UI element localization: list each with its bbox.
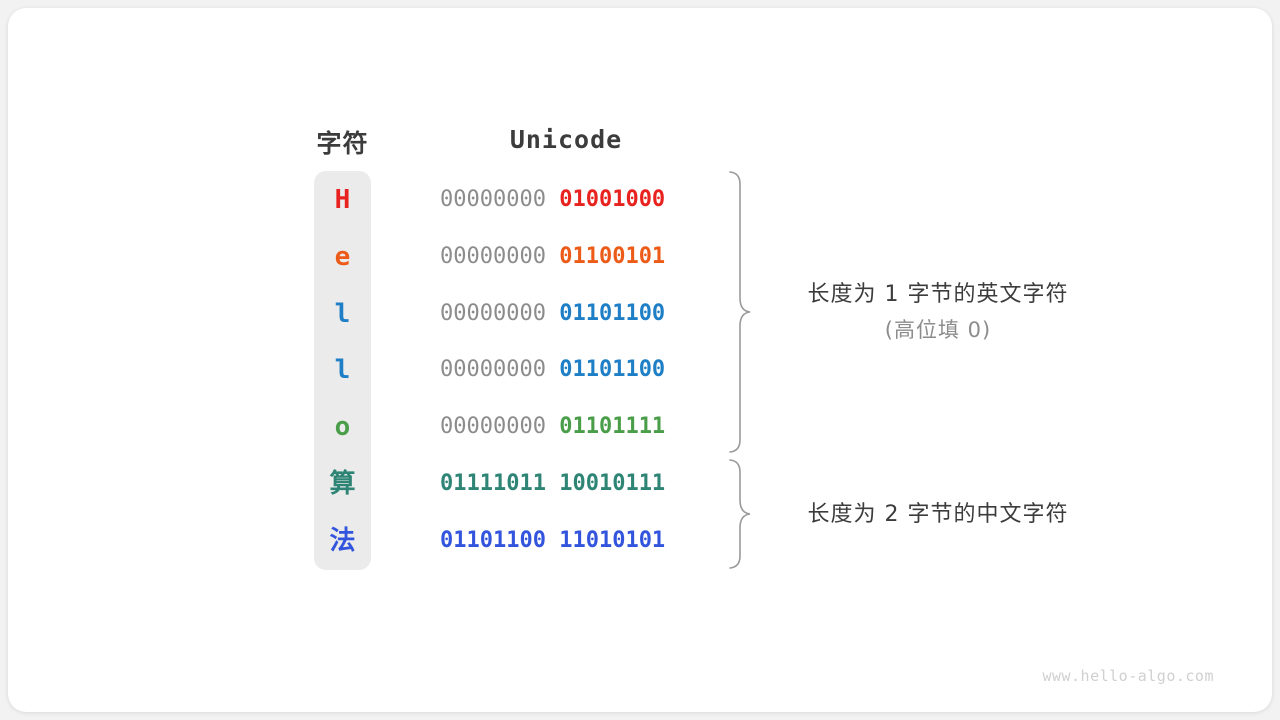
character-cell: o [334, 412, 351, 443]
binary-low-byte: 01101111 [559, 414, 666, 440]
binary-row: 01101100 11010101 [440, 526, 700, 556]
brace-chinese-icon [729, 459, 751, 569]
binary-row: 01111011 10010111 [440, 469, 700, 499]
character-cell: 算 [329, 469, 356, 499]
binary-high-byte: 01101100 [440, 527, 546, 553]
character-cell: e [334, 241, 351, 272]
binary-high-byte: 00000000 [440, 243, 546, 269]
character-cell: l [334, 298, 351, 329]
character-cell: H [334, 185, 351, 215]
binary-low-byte: 01100101 [559, 243, 666, 269]
binary-high-byte: 00000000 [440, 414, 546, 440]
annotation-chinese: 长度为 2 字节的中文字符 [778, 496, 1098, 528]
binary-low-byte: 01101100 [559, 357, 666, 383]
binary-high-byte: 01111011 [440, 471, 546, 496]
binary-high-byte: 00000000 [440, 187, 546, 212]
watermark: www.hello-algo.com [1042, 667, 1214, 685]
column-header-char: 字符 [316, 129, 369, 158]
brace-english-icon [729, 171, 751, 453]
binary-low-byte: 11010101 [559, 527, 666, 553]
character-cell: l [334, 355, 351, 386]
binary-row: 00000000 01001000 [440, 185, 700, 215]
binary-low-byte: 10010111 [559, 471, 666, 496]
binary-row: 00000000 01100101 [440, 242, 700, 272]
binary-row: 00000000 01101111 [440, 412, 700, 442]
binary-row: 00000000 01101100 [440, 355, 700, 385]
annotation-chinese-main: 长度为 2 字节的中文字符 [807, 502, 1069, 527]
annotation-english-main: 长度为 1 字节的英文字符 [807, 282, 1069, 307]
binary-row: 00000000 01101100 [440, 299, 700, 329]
binary-low-byte: 01001000 [559, 187, 666, 212]
binary-low-byte: 01101100 [559, 300, 666, 326]
binary-high-byte: 00000000 [440, 357, 546, 383]
column-header-unicode: Unicode [509, 125, 623, 154]
character-cell: 法 [329, 525, 356, 556]
character-column-block [314, 171, 371, 570]
annotation-english: 长度为 1 字节的英文字符 (高位填 0) [778, 276, 1098, 344]
annotation-english-sub: (高位填 0) [884, 318, 992, 342]
binary-high-byte: 00000000 [440, 300, 546, 326]
